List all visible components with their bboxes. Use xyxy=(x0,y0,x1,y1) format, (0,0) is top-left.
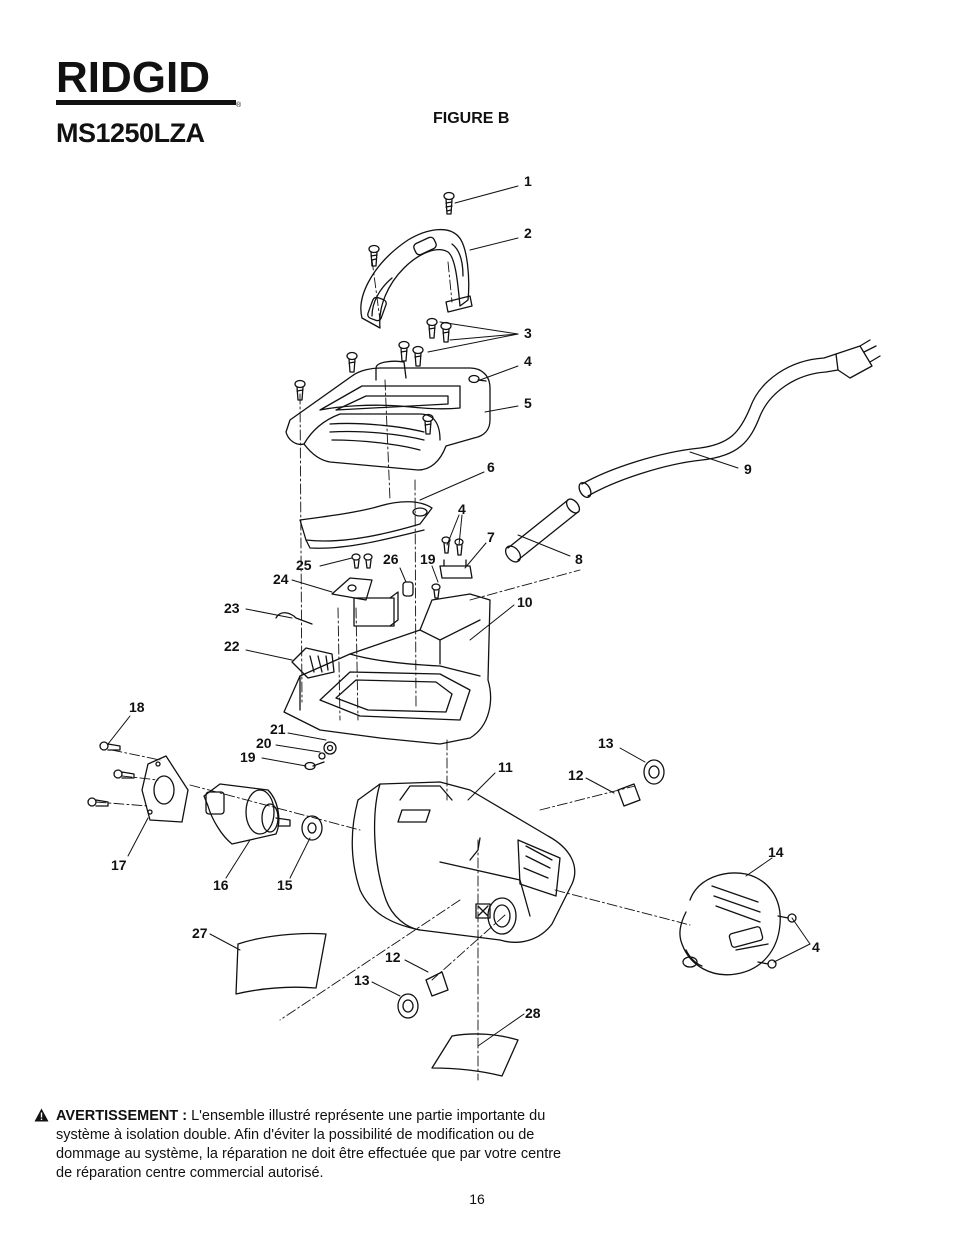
part-15-bearing xyxy=(301,815,323,841)
callout-8: 8 xyxy=(575,551,583,567)
callout-15: 15 xyxy=(277,877,293,893)
callout-10: 10 xyxy=(517,594,533,610)
warning-body: AVERTISSEMENT : L'ensemble illustré repr… xyxy=(56,1107,574,1183)
part-23-spring xyxy=(275,612,313,625)
callout-6: 6 xyxy=(487,459,495,475)
model-number: MS1250LZA xyxy=(56,118,205,148)
callout-9: 9 xyxy=(744,461,752,477)
part-1-screw xyxy=(443,191,455,215)
ridgid-logo: RIDGID ® xyxy=(54,56,244,108)
callout-19-bottom: 19 xyxy=(240,749,256,765)
callout-7: 7 xyxy=(487,529,495,545)
part-2-handle xyxy=(360,229,473,329)
callout-3: 3 xyxy=(524,325,532,341)
callout-18: 18 xyxy=(129,699,145,715)
parts-19-21-fasteners xyxy=(304,741,337,771)
warning-text: L'ensemble illustré représente une parti… xyxy=(56,1108,562,1181)
callout-2: 2 xyxy=(524,225,532,241)
part-26-pin xyxy=(402,581,414,597)
part-4-end-cap-screws xyxy=(757,913,797,969)
part-17-end-plate xyxy=(141,755,189,823)
callout-4-mid: 4 xyxy=(458,501,466,517)
part-27-label xyxy=(235,932,327,995)
warning-label: AVERTISSEMENT : xyxy=(56,1108,188,1124)
part-11-motor-housing xyxy=(351,781,576,943)
part-5-top-cover xyxy=(285,360,491,471)
callout-numbers: 1 2 3 4 5 6 4 7 8 9 25 26 19 24 10 23 22… xyxy=(111,173,820,1021)
ridgid-logo-lettering: RIDGID xyxy=(56,56,210,102)
part-13-brush-caps xyxy=(397,759,665,1019)
callout-27: 27 xyxy=(192,925,208,941)
callout-24: 24 xyxy=(273,571,289,587)
callout-20: 20 xyxy=(256,735,272,751)
callout-22: 22 xyxy=(224,638,240,654)
callout-1: 1 xyxy=(524,173,532,189)
callout-11: 11 xyxy=(498,759,513,775)
figure-title: FIGURE B xyxy=(433,110,510,127)
callout-14: 14 xyxy=(768,844,784,860)
callout-26: 26 xyxy=(383,551,399,567)
part-28-label xyxy=(431,1033,519,1077)
callout-5: 5 xyxy=(524,395,532,411)
part-24-switch xyxy=(331,577,373,601)
callout-13-bottom: 13 xyxy=(354,972,370,988)
warning-notice: AVERTISSEMENT : L'ensemble illustré repr… xyxy=(34,1107,574,1183)
callout-16: 16 xyxy=(213,877,229,893)
small-screws xyxy=(294,244,487,599)
part-14-end-cap xyxy=(679,872,781,976)
exploded-parts-diagram: 1 2 3 4 5 6 4 7 8 9 25 26 19 24 10 23 22… xyxy=(87,173,881,1081)
part-6-switch-actuator xyxy=(299,501,433,549)
part-22-knob xyxy=(291,647,335,679)
callout-25: 25 xyxy=(296,557,312,573)
part-7-cord-clamp xyxy=(439,559,473,579)
part-18-screws xyxy=(87,741,135,807)
callout-12-bottom: 12 xyxy=(385,949,401,965)
callout-4-top: 4 xyxy=(524,353,532,369)
part-9-power-cord xyxy=(578,339,881,499)
callout-12-right: 12 xyxy=(568,767,584,783)
part-16-bearing-housing xyxy=(203,783,291,845)
callout-28: 28 xyxy=(525,1005,541,1021)
part-12-brushes xyxy=(425,783,641,997)
page-number: 16 xyxy=(469,1191,485,1207)
callout-17: 17 xyxy=(111,857,127,873)
callout-13-right: 13 xyxy=(598,735,614,751)
callout-4-right: 4 xyxy=(812,939,820,955)
callout-23: 23 xyxy=(224,600,240,616)
callout-19-top: 19 xyxy=(420,551,436,567)
registered-mark: ® xyxy=(236,101,242,108)
callout-21: 21 xyxy=(270,721,286,737)
part-8-cord-sleeve xyxy=(504,498,581,563)
warning-triangle-icon xyxy=(34,1108,49,1122)
ridgid-logo-mark: RIDGID ® xyxy=(56,56,242,108)
leader-lines xyxy=(107,185,811,1047)
part-10-base-housing xyxy=(283,591,492,745)
